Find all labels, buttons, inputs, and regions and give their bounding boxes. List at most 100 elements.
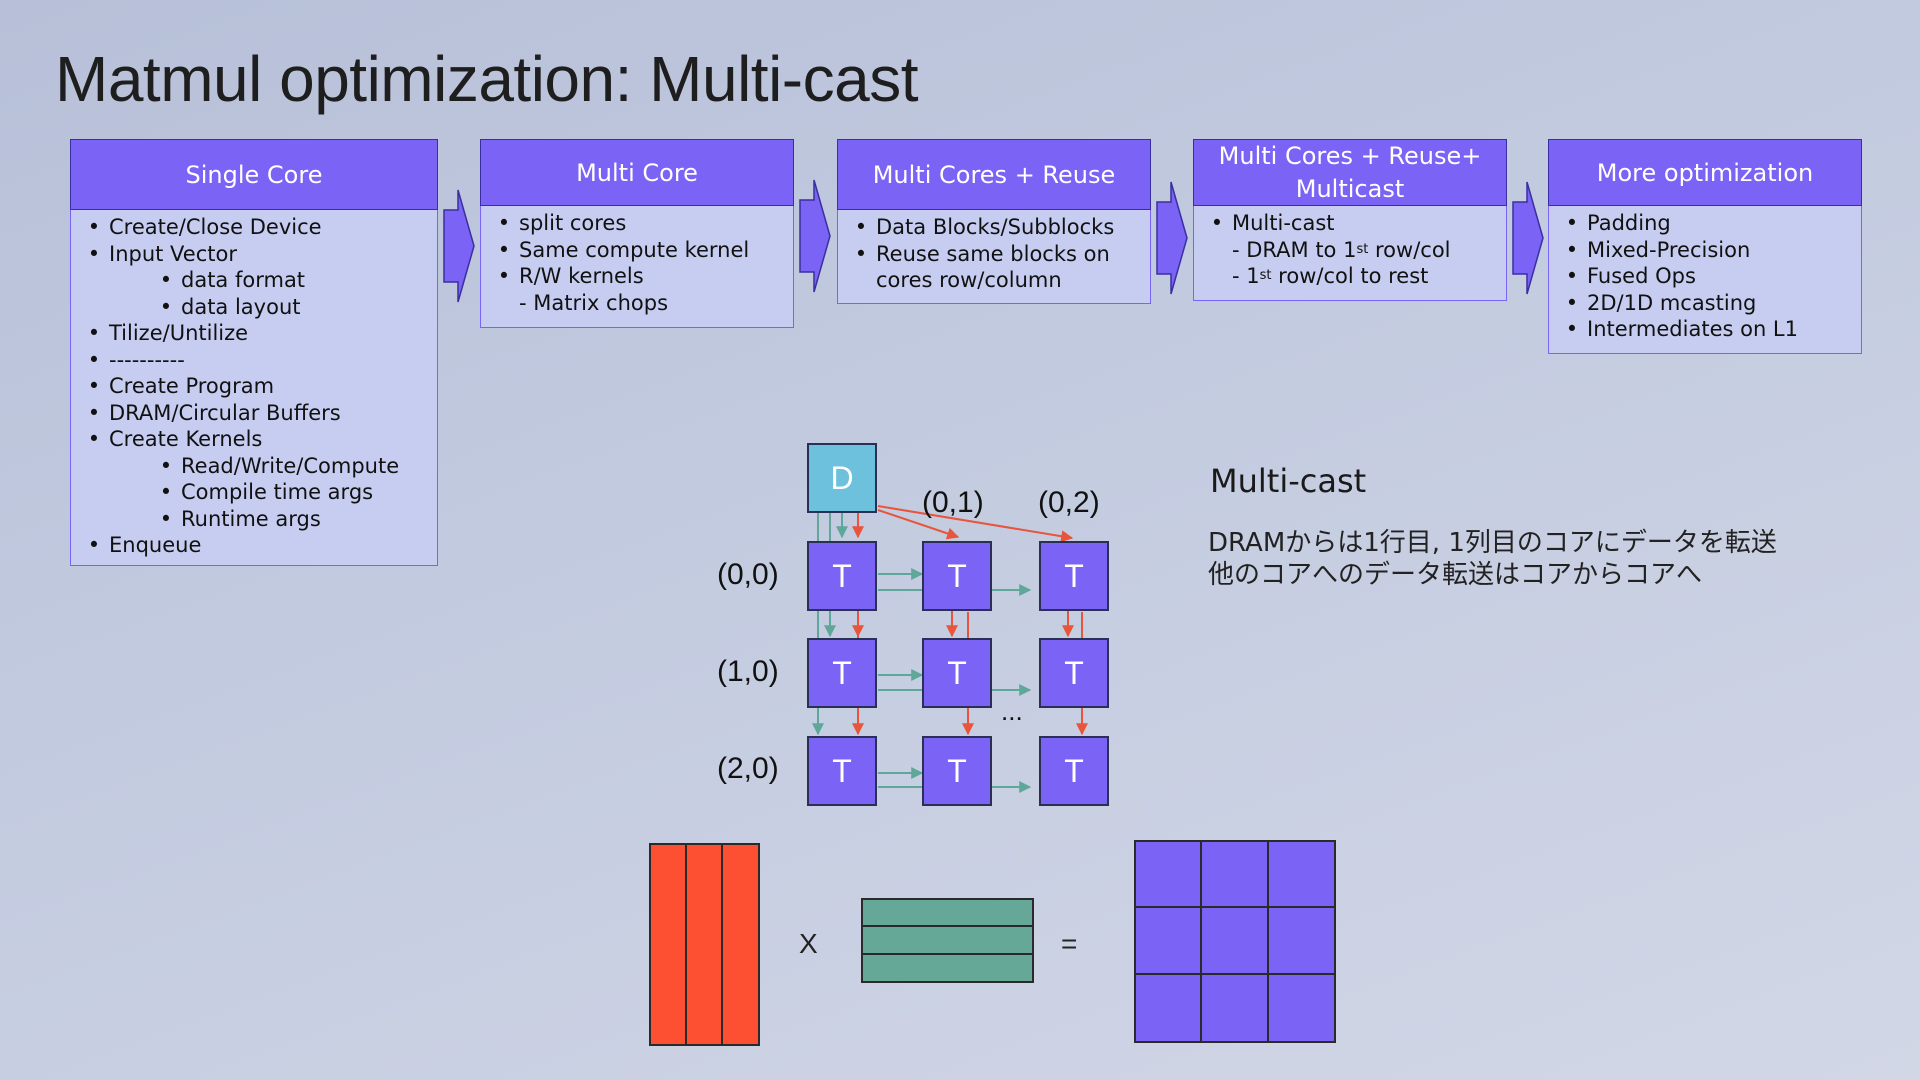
bullet-text: ---------- (109, 347, 185, 372)
bullet-item: •data format (79, 267, 431, 294)
multicast-line: DRAMからは1行目, 1列目のコアにデータを転送 (1208, 528, 1777, 558)
bullet-icon: • (87, 533, 101, 557)
bullet-text: Reuse same blocks on (876, 241, 1110, 266)
stage-multi-core: Multi Core • split cores • Same compute ker… (480, 139, 794, 328)
core-tile: T (922, 638, 992, 708)
bullet-icon: • (1565, 211, 1579, 235)
bullet-item: • Same compute kernel (489, 237, 787, 264)
core-tile: T (1039, 541, 1109, 611)
matrix-c (1134, 840, 1336, 1043)
bullet-text: Multi-cast (1232, 211, 1335, 235)
bullet-text: Compile time args (181, 480, 374, 504)
bullet-icon: • (87, 400, 101, 425)
superscript: st (1259, 268, 1272, 283)
core-tile: T (922, 541, 992, 611)
row-label: (1,0) (717, 655, 779, 688)
multicast-line: 他のコアへのデータ転送はコアからコアへ (1208, 560, 1703, 590)
bullet-text: data layout (181, 294, 301, 319)
stage-header-text: Multi Cores + Reuse (872, 160, 1116, 189)
matrix-b (861, 898, 1034, 983)
bullet-text-after: row/col (1368, 237, 1451, 262)
bullet-text: split cores (519, 211, 627, 235)
chevron-arrow-icon (1512, 181, 1544, 295)
bullet-text: - Matrix chops (519, 290, 669, 315)
bullet-item: • DRAM/Circular Buffers (79, 400, 431, 427)
bullet-text: Intermediates on L1 (1587, 317, 1798, 341)
bullet-item: •Reuse same blocks on (846, 241, 1144, 268)
bullet-item: •Fused Ops (1557, 263, 1855, 290)
bullet-text: DRAM/Circular Buffers (109, 400, 341, 425)
stage-header: Multi Core (480, 139, 794, 206)
stage-single-core: Single Core • Create/Close Device•Input V… (70, 139, 438, 566)
bullet-icon: • (159, 268, 173, 292)
bullet-icon: • (497, 264, 511, 288)
bullet-item: • Compile time args (79, 479, 431, 506)
bullet-icon: • (87, 241, 101, 266)
row-label: (0,0) (717, 558, 779, 591)
core-tile: T (1039, 638, 1109, 708)
bullet-text: Runtime args (181, 506, 321, 531)
bullet-icon: • (497, 211, 511, 235)
matrix-a (649, 843, 760, 1046)
stage-header-text: Multi Core (576, 158, 698, 187)
stage-multicast: Multi Cores + Reuse+ Multicast • Multi-ca… (1193, 139, 1507, 301)
dram-block: D (807, 443, 877, 513)
bullet-item: • Runtime args (79, 506, 431, 533)
bullet-icon: • (1565, 317, 1579, 341)
bullet-icon: • (1210, 211, 1224, 235)
bullet-icon: • (159, 480, 173, 504)
col-label: (0,1) (922, 486, 984, 519)
bullet-text: - DRAM to 1 (1232, 237, 1357, 262)
bullet-text: Create Kernels (109, 427, 263, 451)
bullet-text: Same compute kernel (519, 237, 750, 262)
bullet-icon: • (1565, 290, 1579, 315)
stage-more-optimization: More optimization •Padding•Mixed-Precisi… (1548, 139, 1862, 354)
bullet-text: Tilize/Untilize (109, 321, 249, 345)
bullet-icon: • (87, 427, 101, 451)
bullet-text: Padding (1587, 211, 1671, 235)
slide-title: Matmul optimization: Multi-cast (55, 43, 918, 115)
bullet-icon: • (87, 347, 101, 372)
bullet-icon: • (87, 374, 101, 398)
bullet-text: Create/Close Device (109, 215, 322, 239)
stage-header-text: More optimization (1596, 158, 1814, 187)
bullet-icon: • (854, 215, 868, 239)
bullet-text: Fused Ops (1587, 264, 1696, 288)
multicast-title: Multi-cast (1210, 462, 1367, 500)
core-tile: T (1039, 736, 1109, 806)
bullet-item: - Matrix chops (489, 290, 787, 317)
chevron-arrow-icon (799, 179, 831, 293)
ellipsis: ... (1001, 696, 1023, 726)
bullet-item: •Data Blocks/Subblocks (846, 214, 1144, 241)
bullet-icon: • (159, 506, 173, 531)
equals-sign: = (1061, 928, 1078, 959)
stage-header-text: Multicast (1295, 174, 1405, 203)
row-label: (2,0) (717, 752, 779, 785)
bullet-item: • Enqueue (79, 532, 431, 559)
bullet-item: • ---------- (79, 347, 431, 374)
core-tile: T (807, 736, 877, 806)
stage-body: •Data Blocks/Subblocks•Reuse same blocks… (837, 210, 1151, 304)
bullet-icon: • (497, 237, 511, 262)
bullet-item: • Multi-cast (1202, 210, 1500, 237)
bullet-text: - 1 (1232, 264, 1260, 288)
bullet-text: Enqueue (109, 533, 202, 557)
stage-header: Single Core (70, 139, 438, 210)
stage-multi-cores-reuse: Multi Cores + Reuse •Data Blocks/Subbloc… (837, 139, 1151, 304)
bullet-item: •Read/Write/Compute (79, 453, 431, 480)
col-label: (0,2) (1038, 486, 1100, 519)
bullet-item: • Padding (1557, 210, 1855, 237)
bullet-text: Create Program (109, 374, 275, 398)
times-sign: X (799, 928, 818, 959)
bullet-item: •Mixed-Precision (1557, 237, 1855, 264)
bullet-item: •Tilize/Untilize (79, 320, 431, 347)
chevron-arrow-icon (1156, 181, 1188, 295)
bullet-item: • Create Program (79, 373, 431, 400)
stage-header: Multi Cores + Reuse+ Multicast (1193, 139, 1507, 206)
bullet-item: •Input Vector (79, 241, 431, 268)
bullet-item: •data layout (79, 294, 431, 321)
stage-body: •Padding•Mixed-Precision•Fused Ops•2D/1D… (1548, 206, 1862, 354)
bullet-text: Mixed-Precision (1587, 237, 1751, 262)
